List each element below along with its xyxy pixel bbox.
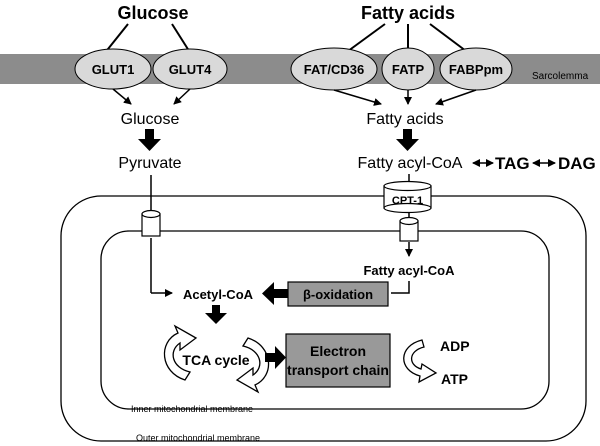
glut1-transporter: GLUT1 <box>74 48 152 90</box>
acyl-coa-to-beta-ox-line <box>391 281 410 294</box>
fatty-acyl-coa-mito: Fatty acyl-CoA <box>363 263 455 278</box>
glut4-transporter: GLUT4 <box>152 48 228 90</box>
electron-transport-chain-box: Electron transport chain <box>285 333 391 388</box>
acetyl-coa-to-tca-arrow <box>205 305 227 324</box>
adp-atp-curved-arrow <box>403 339 438 384</box>
svg-text:β-oxidation: β-oxidation <box>303 287 373 302</box>
fatty-acyl-coa-cytosol: Fatty acyl-CoA <box>358 155 463 172</box>
beta-oxidation-box: β-oxidation <box>287 281 389 307</box>
acetyl-coa-label: Acetyl-CoA <box>183 287 254 302</box>
cytosol-fatty-acids: Fatty acids <box>366 111 443 128</box>
inner-carnitine-carrier <box>399 216 419 242</box>
inner-membrane-label: Inner mitochondrial membrane <box>131 404 253 414</box>
fatp-transporter: FATP <box>381 47 435 91</box>
svg-text:FABPpm: FABPpm <box>449 62 503 77</box>
svg-text:Electron: Electron <box>310 343 366 359</box>
outer-membrane-label: Outer mitochondrial membrane <box>136 433 260 443</box>
svg-text:CPT-1: CPT-1 <box>392 195 423 207</box>
pyruvate-carrier <box>141 209 161 237</box>
fat-cd36-transporter: FAT/CD36 <box>290 47 378 91</box>
transporter-arrows <box>112 88 477 106</box>
svg-text:GLUT1: GLUT1 <box>92 62 135 77</box>
adp-label: ADP <box>440 338 470 354</box>
svg-text:transport chain: transport chain <box>287 362 389 378</box>
sarcolemma-label: Sarcolemma <box>532 71 589 82</box>
fabppm-transporter: FABPpm <box>439 47 513 91</box>
cytosol-glucose: Glucose <box>121 111 180 128</box>
svg-text:GLUT4: GLUT4 <box>169 62 212 77</box>
beta-ox-to-acetyl-coa-arrow <box>262 282 288 305</box>
svg-text:FAT/CD36: FAT/CD36 <box>304 62 364 77</box>
outer-mitochondrial-membrane <box>60 195 587 442</box>
glucose-title: Glucose <box>117 3 188 23</box>
fatty-acids-title: Fatty acids <box>361 3 455 23</box>
dag-label: DAG <box>558 154 596 173</box>
glucose-to-pyruvate-arrow <box>138 129 161 151</box>
tca-cycle-label: TCA cycle <box>182 352 249 368</box>
tag-dag-equilibrium: TAG DAG <box>472 154 596 173</box>
tca-to-etc-arrow <box>265 346 286 369</box>
fatty-acids-to-acyl-coa-arrow <box>396 129 419 151</box>
pyruvate-pathway <box>150 175 173 297</box>
cpt1-carrier: CPT-1 <box>383 180 432 214</box>
inner-mitochondrial-membrane <box>100 230 550 410</box>
pyruvate-label: Pyruvate <box>118 155 181 172</box>
atp-label: ATP <box>441 371 468 387</box>
tag-label: TAG <box>495 154 530 173</box>
svg-text:FATP: FATP <box>392 62 425 77</box>
